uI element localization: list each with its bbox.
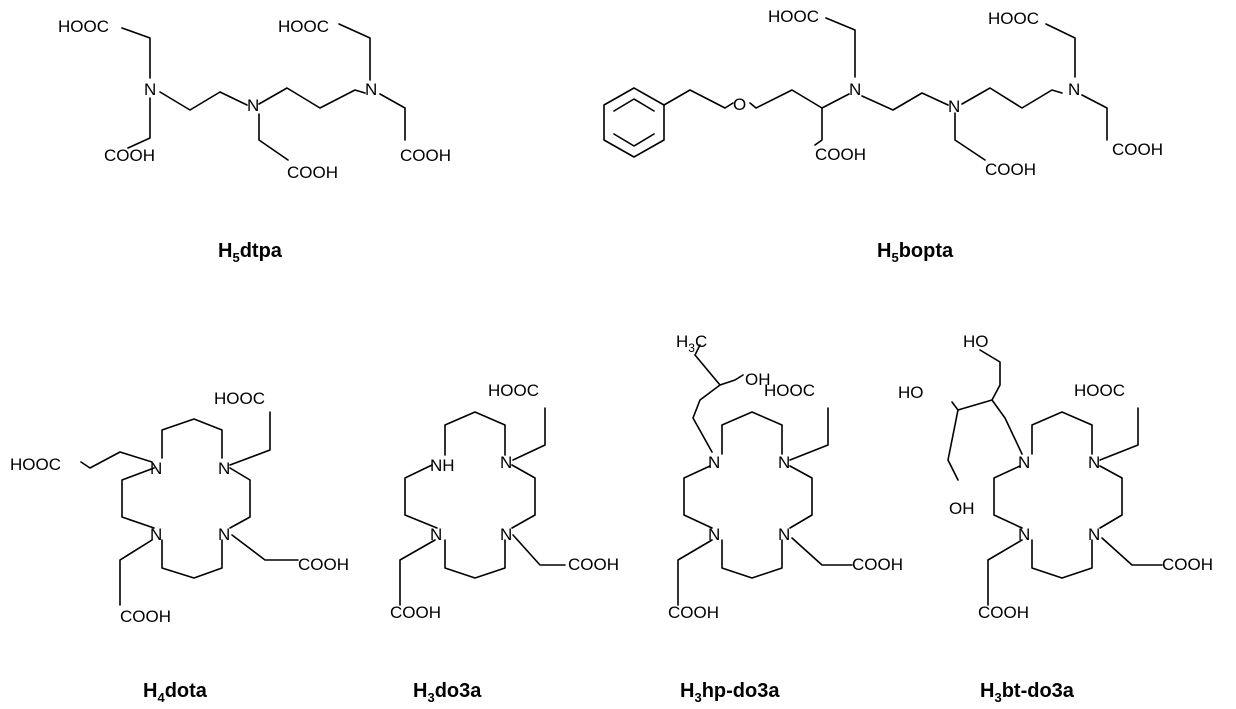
label-bopta: H5bopta [877,240,954,265]
label-bt-do3a: H3bt-do3a [980,680,1075,705]
structure-do3a: NH N N N HOOC COOH COOH H3do3a [390,381,619,705]
atom-n-2: N [247,96,259,115]
atom-n-1: N [500,453,512,472]
group-cooh-2: COOH [978,603,1029,622]
atom-n-1: N [144,80,156,99]
group-cooh-2: COOH [1112,140,1163,159]
group-cooh-2: COOH [400,146,451,165]
structure-dota: N N N N HOOC HOOC COOH COOH H4dota [10,389,349,705]
structure-bopta: O HOOC HOOC COOH COOH COOH N N N H5bopta [603,7,1163,265]
atom-n-4: N [150,525,162,544]
atom-n-3: N [218,525,230,544]
group-hooc-2: HOOC [988,9,1039,28]
group-cooh-1: COOH [104,146,155,165]
group-cooh-2: COOH [390,603,441,622]
atom-n-2: N [778,453,790,472]
atom-n-3: N [1068,80,1080,99]
atom-n-3: N [1088,525,1100,544]
atom-n-4: N [1018,525,1030,544]
group-hooc-2: HOOC [10,455,61,474]
atom-o: O [733,95,746,114]
label-hp-do3a: H3hp-do3a [680,680,780,705]
group-hooc: HOOC [488,381,539,400]
group-cooh-3: COOH [287,163,338,182]
group-cooh-2: COOH [120,607,171,626]
group-hooc: HOOC [1074,381,1125,400]
structure-dtpa: HOOC HOOC COOH COOH COOH N N N H5dtpa [58,17,451,265]
label-dota: H4dota [143,680,208,705]
label-dtpa: H5dtpa [218,240,283,265]
group-cooh-3: COOH [985,160,1036,179]
atom-n-2: N [948,97,960,116]
atom-n-1: N [849,80,861,99]
group-ho-left: HO [898,383,924,402]
atom-n-1: N [1018,453,1030,472]
group-cooh-1: COOH [568,555,619,574]
atom-n-2: N [500,525,512,544]
atom-nh: NH [430,456,455,475]
group-cooh-1: COOH [1162,555,1213,574]
group-cooh-2: COOH [668,603,719,622]
group-oh: OH [745,370,771,389]
atom-n-2: N [218,459,230,478]
group-hooc: HOOC [764,381,815,400]
group-cooh-1: COOH [815,145,866,164]
group-hooc-1: HOOC [214,389,265,408]
atom-n-3: N [778,525,790,544]
atom-n-1: N [708,453,720,472]
group-oh-bottom: OH [949,499,975,518]
group-cooh-1: COOH [298,555,349,574]
group-hooc-1: HOOC [58,17,109,36]
atom-n-4: N [708,525,720,544]
atom-n-3: N [430,525,442,544]
structure-hp-do3a: H3C OH HOOC N N N N COOH COOH H3hp-do3a [668,332,903,705]
atom-n-1: N [150,459,162,478]
group-hooc-2: HOOC [278,17,329,36]
group-cooh-1: COOH [852,555,903,574]
label-do3a: H3do3a [413,680,482,705]
atom-n-3: N [365,80,377,99]
atom-n-2: N [1088,453,1100,472]
group-hooc-1: HOOC [768,7,819,26]
group-h3c: H3C [676,332,707,355]
group-ho-top: HO [963,332,989,351]
structure-bt-do3a: HO HO OH HOOC N N N N COOH COOH H3bt-do3… [898,332,1213,705]
